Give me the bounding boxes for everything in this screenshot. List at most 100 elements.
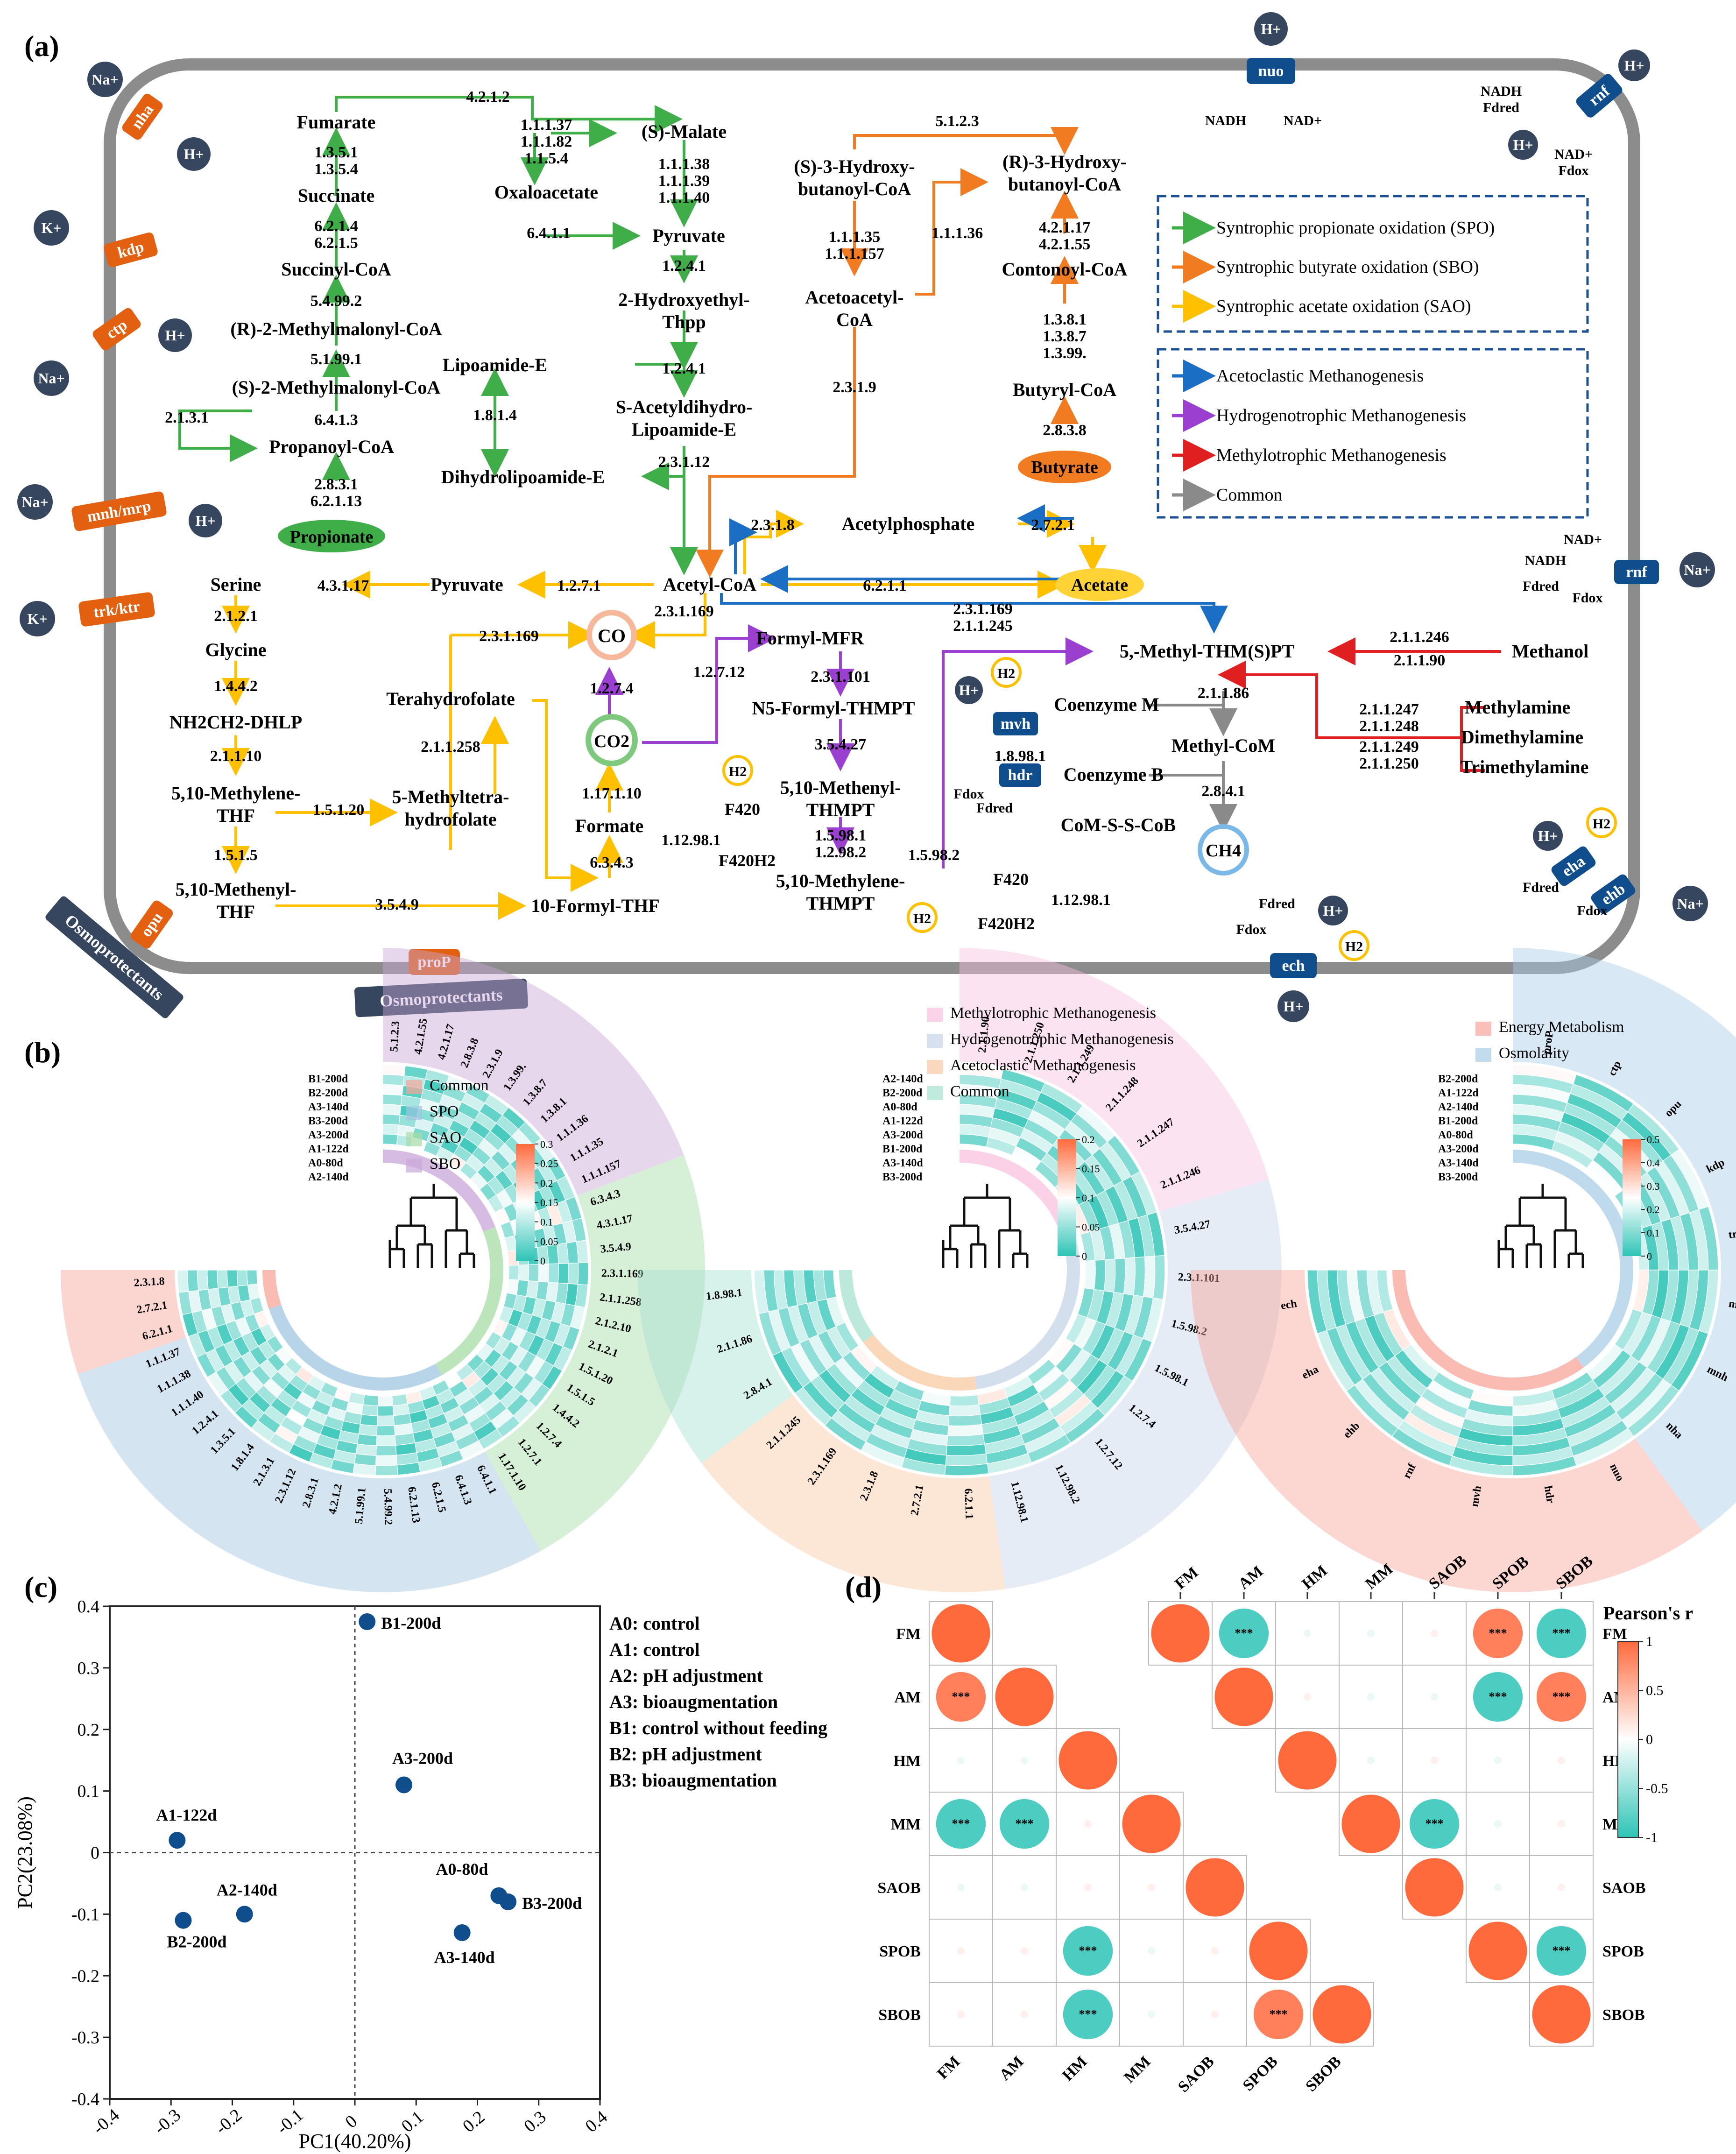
x-tick-label: -0.3 [150, 2105, 184, 2138]
pca-point-label: A1-122d [156, 1806, 217, 1824]
met-glycine: Glycine [205, 639, 266, 660]
heat-cell [546, 1244, 559, 1264]
ion-h-3: H+ [189, 504, 222, 537]
methylo-arrows [1218, 637, 1501, 772]
corr-circle [1148, 2011, 1155, 2018]
h2-circle-3 [991, 657, 1022, 688]
ec-2.1.1.249: 2.1.1.249 [1359, 738, 1419, 756]
colorbar [1058, 1139, 1076, 1256]
corr-circle [1021, 1757, 1028, 1764]
y-axis-label: PC2(23.08%) [14, 1796, 36, 1909]
legend-label: SBO [430, 1155, 460, 1172]
corr-circle [1211, 2011, 1219, 2018]
group-inner-band [262, 1270, 282, 1309]
heat-cell [207, 1270, 219, 1290]
heat-cell [355, 1443, 377, 1456]
corr-circle [1536, 1608, 1587, 1659]
corr-circle [1021, 1947, 1028, 1955]
met-methenyl-thmpt-2: THMPT [806, 799, 875, 820]
corr-sig: *** [1553, 1690, 1571, 1703]
svg-text:H+: H+ [1513, 136, 1533, 153]
co2-circle [586, 714, 638, 766]
corr-circle [1211, 1947, 1219, 1955]
pca-legend-item: A0: control [609, 1613, 700, 1634]
ec-2.1.3.1: 2.1.3.1 [165, 409, 209, 426]
heat-cell [226, 1270, 239, 1288]
ec-1.1.5.4: 1.1.5.4 [524, 150, 568, 167]
met-acetylphosphate: Acetylphosphate [842, 513, 974, 534]
ion-h-5: H+ [1618, 49, 1650, 81]
ec-5.1.2.3: 5.1.2.3 [935, 113, 979, 130]
ec-1.1.1.38: 1.1.1.38 [658, 155, 710, 173]
legend-syntrophic: Syntrophic propionate oxidation (SPO) Sy… [1172, 212, 1495, 323]
nadh-top: NADH [1205, 113, 1246, 128]
met-s-acetyl-1: S-Acetyldihydro- [616, 396, 753, 417]
ec-2.3.1.8: 2.3.1.8 [751, 516, 795, 534]
corr-row-label-left: SAOB [877, 1879, 921, 1897]
ec-1.8.98.1: 1.8.98.1 [995, 748, 1046, 765]
corr-sig: *** [1235, 1626, 1253, 1640]
svg-text:Na+: Na+ [1684, 561, 1710, 578]
fdox-hdr: Fdox [953, 786, 984, 802]
corr-circle [1405, 1858, 1464, 1917]
ion-h-9: H+ [1277, 990, 1309, 1022]
ec-4.2.1.17: 4.2.1.17 [1039, 219, 1091, 236]
corr-col-label-bottom: AM [996, 2053, 1027, 2083]
heat-cell [508, 1264, 519, 1280]
ion-na-5: Na+ [1672, 886, 1708, 921]
nadh-rnf2: NADH [1525, 553, 1566, 568]
met-methyl-thmspt: 5,-Methyl-THM(S)PT [1120, 641, 1295, 662]
svg-text:H+: H+ [183, 146, 204, 162]
pca-point-label: A3-200d [392, 1749, 453, 1767]
y-tick-label: 0.4 [78, 1597, 100, 1617]
met-f420h2-a: F420H2 [719, 851, 776, 870]
corr-circle [1059, 1731, 1117, 1790]
met-contonoyl: Contonoyl-CoA [1002, 259, 1128, 280]
corr-colorbar-label: -1 [1646, 1830, 1658, 1845]
corr-circle [1367, 1693, 1375, 1701]
corr-sig: *** [1079, 1944, 1097, 1957]
met-trimethylamine: Trimethylamine [1461, 756, 1589, 777]
pca-legend-item: A2: pH adjustment [609, 1665, 763, 1686]
ec-1.1.1.39: 1.1.1.39 [658, 172, 710, 190]
heat-cell [576, 1240, 589, 1264]
met-succinate: Succinate [298, 185, 374, 206]
corr-row-label-left: SPOB [879, 1943, 921, 1960]
transporter-mvh: mvh [993, 712, 1038, 735]
pca-legend-item: B2: pH adjustment [609, 1744, 762, 1765]
y-tick-label: 0.3 [78, 1659, 100, 1678]
transporter-rnf-2: rnf [1614, 560, 1659, 584]
h2-circle-5 [1586, 807, 1617, 838]
sample-label: A3-200d [882, 1129, 923, 1141]
met-methenyl-thmpt-1: 5,10-Methenyl- [780, 777, 901, 798]
legend-label: Energy Metabolism [1499, 1018, 1624, 1036]
heat-cell [376, 1435, 396, 1446]
corr-circle [957, 1884, 965, 1891]
propionate-badge [278, 520, 385, 552]
heat-cell [358, 1424, 378, 1436]
sample-label: A1-122d [308, 1143, 349, 1155]
group-band [989, 1179, 1282, 1589]
svg-text:Na+: Na+ [38, 370, 64, 387]
svg-text:Na+: Na+ [92, 71, 118, 88]
enzyme-labels: 4.2.1.2 1.1.1.37 1.1.1.82 1.1.5.4 1.3.5.… [165, 88, 1449, 913]
sample-label: A3-140d [1438, 1157, 1479, 1169]
panel-label-d: (d) [845, 1570, 882, 1603]
met-coenzyme-m: Coenzyme M [1054, 694, 1159, 715]
sample-label: A3-140d [308, 1101, 349, 1113]
legend-spo: Syntrophic propionate oxidation (SPO) [1216, 218, 1495, 238]
met-methylene-thmpt-1: 5,10-Methylene- [776, 870, 905, 891]
met-s-acetyl-2: Lipoamide-E [632, 419, 736, 440]
heat-cell [577, 1262, 589, 1285]
corr-circle [932, 1604, 990, 1663]
pca-point-label: B3-200d [522, 1894, 582, 1913]
met-propanoyl: Propanoyl-CoA [269, 436, 394, 457]
heat-cell [944, 1463, 989, 1476]
ec-2.3.1.9: 2.3.1.9 [833, 379, 876, 396]
pca-point-label: A0-80d [436, 1860, 488, 1879]
corr-circle [1122, 1794, 1181, 1853]
met-s3h-1: (S)-3-Hydroxy- [794, 156, 915, 177]
ec-3.5.4.27: 3.5.4.27 [815, 736, 867, 753]
heat-cell [548, 1263, 559, 1284]
